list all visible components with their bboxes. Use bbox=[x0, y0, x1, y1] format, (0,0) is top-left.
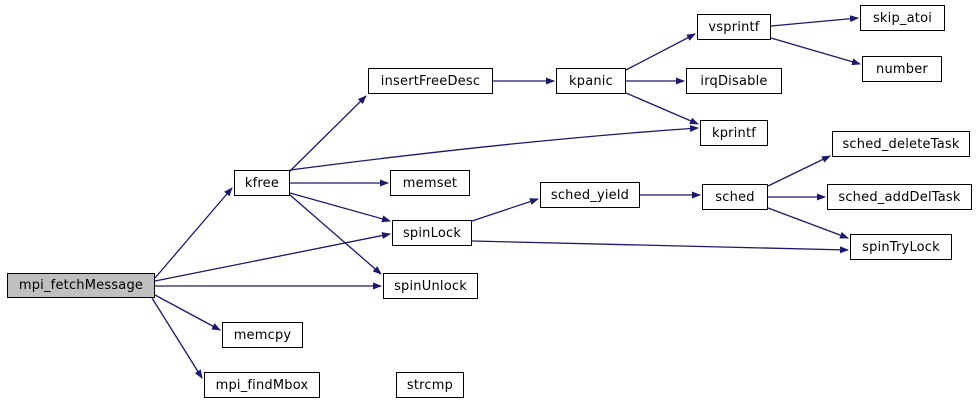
node-label-sched: sched bbox=[715, 189, 755, 205]
node-label-sched_yield: sched_yield bbox=[550, 187, 630, 203]
edge-spinLock-to-sched_yield bbox=[471, 198, 539, 222]
node-label-kfree: kfree bbox=[244, 175, 280, 191]
node-memcpy[interactable]: memcpy bbox=[222, 322, 303, 348]
node-kprintf[interactable]: kprintf bbox=[700, 120, 768, 146]
node-sched[interactable]: sched bbox=[702, 184, 768, 210]
node-vsprintf[interactable]: vsprintf bbox=[697, 14, 771, 40]
edge-kfree-to-kprintf bbox=[289, 125, 699, 171]
node-spinUnlock[interactable]: spinUnlock bbox=[383, 273, 478, 299]
edge-sched-to-sched_deleteTask bbox=[767, 155, 831, 187]
node-skip_atoi[interactable]: skip_atoi bbox=[860, 5, 945, 31]
node-label-mpi_fetchMessage: mpi_fetchMessage bbox=[18, 278, 144, 293]
edge-kfree-to-spinLock bbox=[289, 192, 391, 223]
edge-mpi_fetchMessage-to-memcpy bbox=[154, 294, 221, 331]
edge-mpi_fetchMessage-to-mpi_findMbox bbox=[151, 297, 203, 379]
node-sched_deleteTask[interactable]: sched_deleteTask bbox=[832, 131, 970, 157]
node-spinLock[interactable]: spinLock bbox=[392, 220, 472, 246]
edges-group bbox=[151, 15, 861, 379]
node-kpanic[interactable]: kpanic bbox=[556, 68, 626, 94]
node-label-memcpy: memcpy bbox=[233, 327, 292, 343]
edge-mpi_fetchMessage-to-spinLock bbox=[154, 232, 391, 282]
node-memset[interactable]: memset bbox=[390, 170, 470, 196]
node-label-insertFreeDesc: insertFreeDesc bbox=[380, 73, 481, 89]
edge-vsprintf-to-number bbox=[770, 37, 861, 66]
node-label-number: number bbox=[876, 61, 928, 77]
edge-vsprintf-to-skip_atoi bbox=[770, 15, 859, 27]
edge-spinLock-to-spinTryLock bbox=[471, 240, 849, 254]
node-label-sched_deleteTask: sched_deleteTask bbox=[842, 136, 960, 152]
node-insertFreeDesc[interactable]: insertFreeDesc bbox=[368, 68, 493, 94]
node-label-sched_addDelTask: sched_addDelTask bbox=[838, 189, 961, 205]
edge-kfree-to-spinUnlock bbox=[289, 194, 382, 275]
node-irqDisable[interactable]: irqDisable bbox=[686, 68, 782, 94]
node-label-spinUnlock: spinUnlock bbox=[394, 278, 467, 294]
node-sched_yield[interactable]: sched_yield bbox=[540, 182, 640, 208]
node-number[interactable]: number bbox=[862, 56, 942, 82]
node-label-vsprintf: vsprintf bbox=[708, 19, 760, 35]
node-label-irqDisable: irqDisable bbox=[700, 73, 768, 89]
edge-kfree-to-insertFreeDesc bbox=[288, 95, 367, 173]
node-label-memset: memset bbox=[402, 175, 458, 191]
node-label-strcmp: strcmp bbox=[406, 377, 454, 393]
node-label-kprintf: kprintf bbox=[711, 125, 757, 141]
node-label-skip_atoi: skip_atoi bbox=[872, 10, 933, 26]
node-sched_addDelTask[interactable]: sched_addDelTask bbox=[827, 184, 972, 210]
node-label-kpanic: kpanic bbox=[569, 73, 613, 89]
edge-kpanic-to-kprintf bbox=[625, 92, 699, 125]
edge-sched-to-spinTryLock bbox=[767, 207, 849, 239]
node-mpi_findMbox[interactable]: mpi_findMbox bbox=[204, 372, 320, 398]
node-label-spinTryLock: spinTryLock bbox=[862, 239, 940, 255]
node-label-spinLock: spinLock bbox=[402, 225, 462, 241]
node-spinTryLock[interactable]: spinTryLock bbox=[850, 234, 952, 260]
node-mpi_fetchMessage[interactable]: mpi_fetchMessage bbox=[7, 273, 155, 298]
edge-kpanic-to-vsprintf bbox=[625, 33, 696, 71]
node-label-mpi_findMbox: mpi_findMbox bbox=[215, 377, 309, 393]
node-kfree[interactable]: kfree bbox=[234, 170, 290, 196]
node-strcmp[interactable]: strcmp bbox=[396, 372, 464, 398]
edge-mpi_fetchMessage-to-kfree bbox=[154, 187, 233, 279]
